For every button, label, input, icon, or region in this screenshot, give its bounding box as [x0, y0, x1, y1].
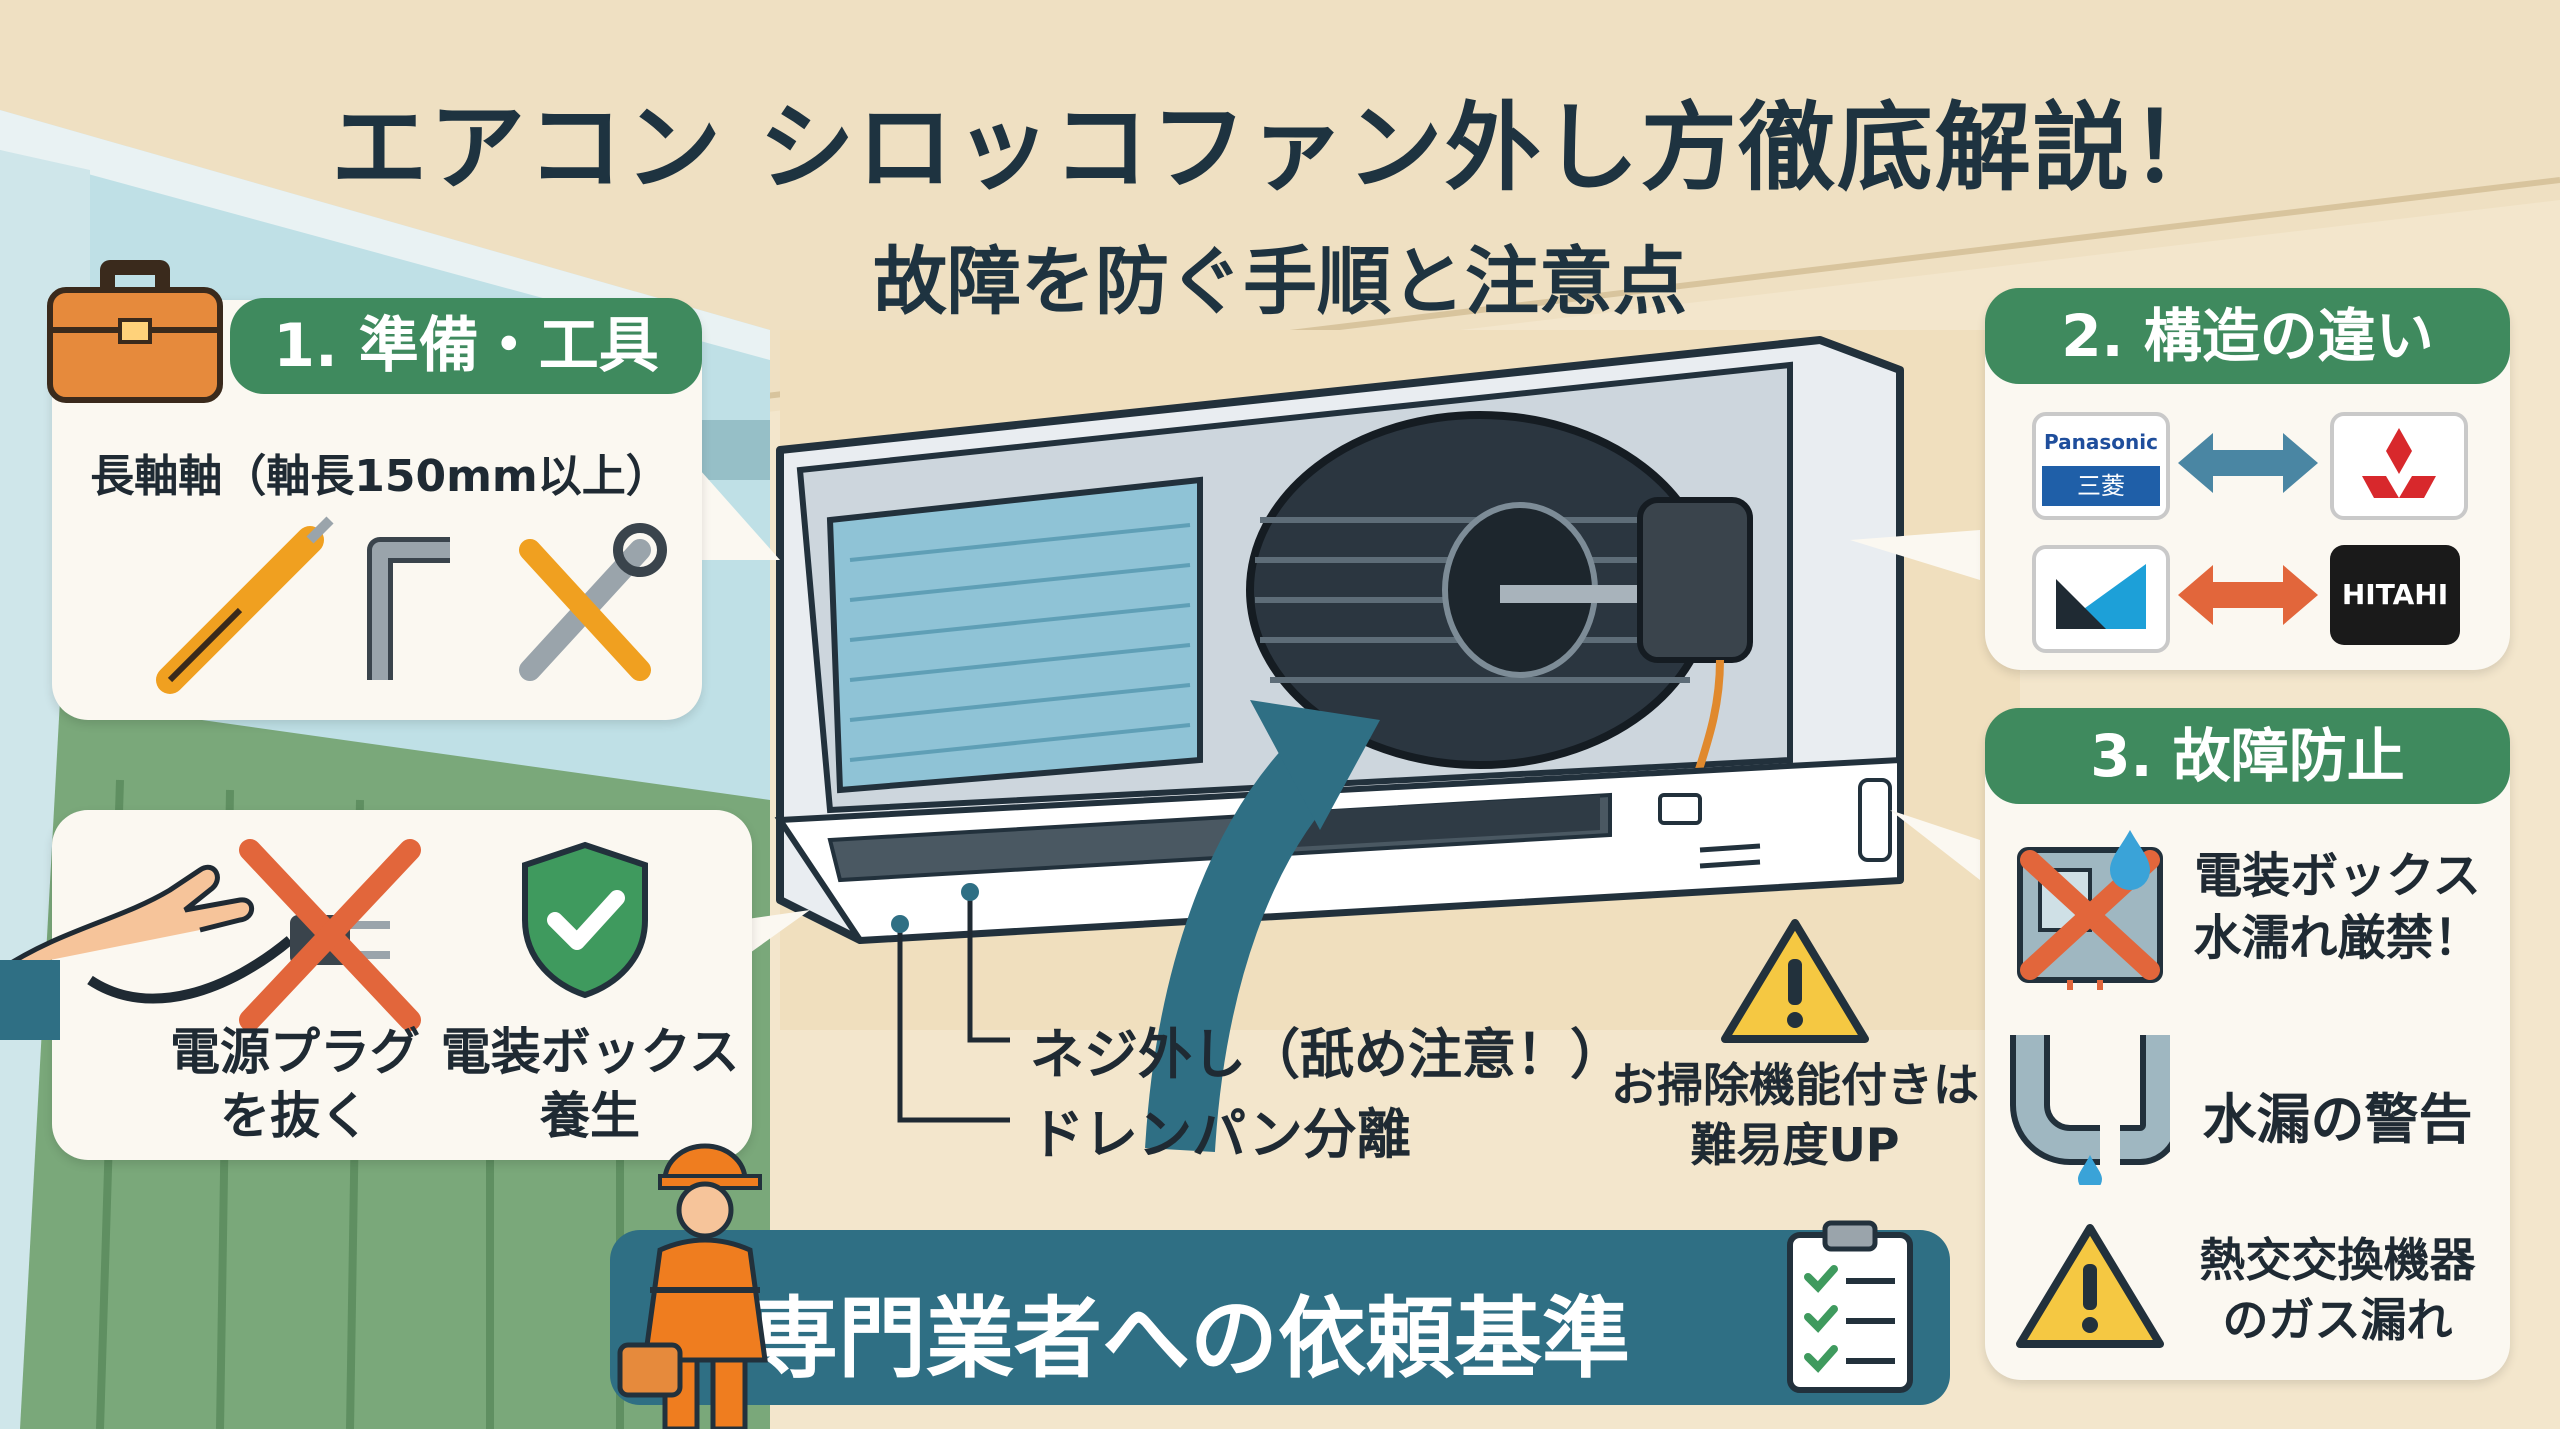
water-leak-warning-text: 水漏の警告 [2202, 1088, 2473, 1151]
leaking-pipe-icon [2010, 1035, 2170, 1185]
electrical-box-water-warning-text: 電装ボックス水濡れ厳禁！ [2193, 848, 2482, 966]
hand-unplug-icon [0, 839, 421, 1040]
removal-arrow [1145, 735, 1346, 1153]
brand-hitachi: HITAHI [2330, 545, 2460, 645]
step-screw-removal: ネジ外し（舐め注意！） [1030, 1023, 1624, 1086]
tool-requirement-text: 長軸軸（軸長150mm以上） [90, 451, 670, 502]
warning-triangle-icon [2016, 1224, 2164, 1348]
toolbox-icon [47, 260, 223, 403]
panel-structure-heading: 2. 構造の違い [1985, 288, 2510, 384]
gas-leak-warning-text: 熱交交換機器のガス漏れ [2199, 1233, 2476, 1347]
screwdriver-icon [156, 516, 334, 694]
auto-clean-warning-icon [1721, 919, 1869, 1043]
air-conditioner-unit [774, 336, 1904, 944]
wrench-icon [519, 523, 667, 681]
unplug-power-text: 電源プラグを抜く [170, 1023, 420, 1145]
daikin-triangle-icon [2056, 564, 2146, 629]
brand-mitsubishi-logo [2330, 412, 2468, 520]
tool-icons [156, 516, 667, 694]
professional-request-banner [610, 1230, 1950, 1405]
auto-clean-difficulty-note: お掃除機能付きは難易度UP [1611, 1058, 1979, 1172]
mitsubishi-diamonds-icon [2362, 428, 2436, 498]
compare-arrow-orange-icon [2178, 565, 2318, 625]
compare-arrow-blue-icon [2178, 433, 2318, 493]
protect-electrical-box-text: 電装ボックス養生 [440, 1023, 740, 1145]
electrical-box-water-icon [2017, 830, 2163, 990]
panel-preparation-heading: 1. 準備・工具 [230, 298, 702, 394]
page-title: エアコン シロッコファン外し方徹底解説！ [331, 92, 2229, 204]
professional-request-banner-text: 専門業者への依頼基準 [749, 1287, 1630, 1390]
technician-figure [617, 1143, 768, 1429]
brand-panasonic: Panasonic 三菱 [2032, 412, 2170, 520]
shield-check-icon [522, 841, 648, 999]
checklist-icon [1787, 1220, 1913, 1393]
step-drain-pan-separation: ドレンパン分離 [1030, 1103, 1411, 1166]
brand-daikin-logo [2032, 545, 2170, 653]
panel-prevention-heading: 3. 故障防止 [1985, 708, 2510, 804]
page-subtitle: 故障を防ぐ手順と注意点 [873, 239, 1687, 325]
sirocco-fan [1246, 411, 1714, 769]
fan-motor [1637, 497, 1753, 663]
hex-wrench-icon [367, 537, 450, 680]
